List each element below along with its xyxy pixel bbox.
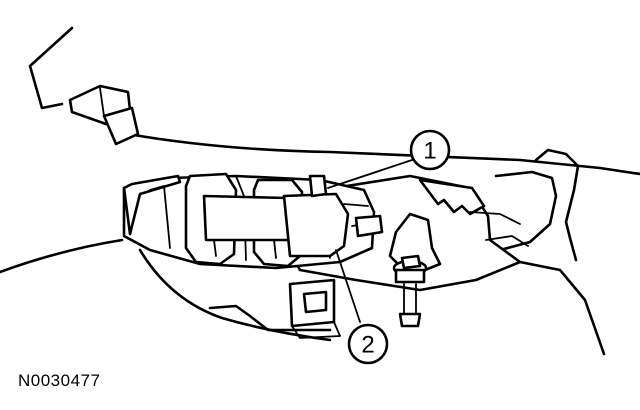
callout-1-label: 1 (423, 138, 436, 165)
bracket-lower-edge (208, 304, 332, 332)
floor-curve (138, 248, 332, 342)
right-trim-line (518, 260, 606, 356)
callout-1: 1 (327, 129, 451, 189)
callout-2: 2 (335, 249, 389, 365)
floor-bracket (288, 278, 341, 339)
right-panel-edge (534, 148, 580, 262)
callout-2-label: 2 (361, 332, 374, 359)
upper-bracket (68, 84, 140, 146)
figure-reference-number: N0030477 (18, 371, 101, 390)
electrical-connector (184, 172, 350, 268)
instrument-panel-curve (126, 132, 640, 176)
floor-line-left (0, 238, 124, 274)
right-panel-inner (494, 170, 558, 252)
instrument-panel-outline (28, 26, 74, 110)
